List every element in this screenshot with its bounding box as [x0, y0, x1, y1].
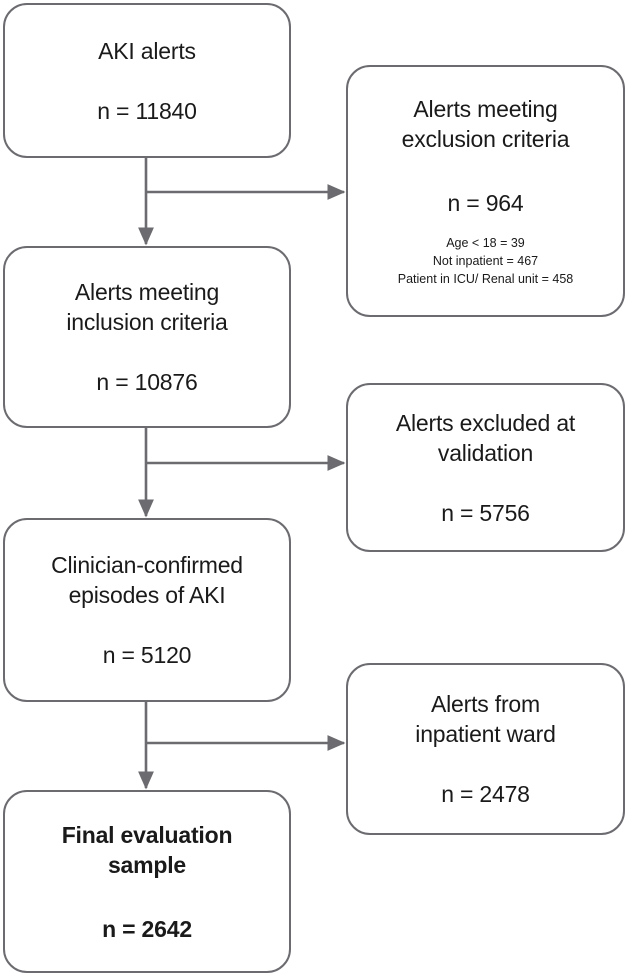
node-exclusion-criteria-title: Alerts meeting exclusion criteria [401, 96, 570, 152]
node-final-sample: Final evaluation sample n = 2642 [3, 790, 291, 973]
node-clinician-confirmed-title: Clinician-confirmed episodes of AKI [51, 552, 243, 608]
node-final-sample-title: Final evaluation sample [61, 821, 233, 878]
node-aki-alerts-count: n = 11840 [97, 97, 197, 124]
node-aki-alerts: AKI alerts n = 11840 [3, 3, 291, 158]
node-inpatient-ward-count: n = 2478 [441, 781, 530, 807]
node-exclusion-criteria-detail-icu-renal: Patient in ICU/ Renal unit = 458 [397, 272, 574, 286]
node-exclusion-criteria-detail-age: Age < 18 = 39 [446, 236, 525, 250]
node-exclusion-criteria-count: n = 964 [447, 190, 524, 216]
node-exclusion-criteria-detail-not-inpatient: Not inpatient = 467 [432, 254, 539, 268]
node-clinician-confirmed-count: n = 5120 [102, 642, 192, 668]
node-excluded-validation: Alerts excluded at validation n = 5756 [346, 383, 625, 552]
node-excluded-validation-count: n = 5756 [441, 499, 530, 526]
node-final-sample-count: n = 2642 [102, 915, 192, 942]
node-inclusion-criteria-title: Alerts meeting inclusion criteria [66, 279, 228, 335]
node-inclusion-criteria-count: n = 10876 [96, 369, 198, 395]
node-aki-alerts-title: AKI alerts [98, 37, 196, 64]
node-inpatient-ward: Alerts from inpatient ward n = 2478 [346, 663, 625, 835]
node-inpatient-ward-title: Alerts from inpatient ward [415, 691, 556, 747]
node-inclusion-criteria: Alerts meeting inclusion criteria n = 10… [3, 246, 291, 428]
node-exclusion-criteria: Alerts meeting exclusion criteria n = 96… [346, 65, 625, 317]
node-excluded-validation-title: Alerts excluded at validation [395, 409, 576, 466]
node-clinician-confirmed: Clinician-confirmed episodes of AKI n = … [3, 518, 291, 702]
